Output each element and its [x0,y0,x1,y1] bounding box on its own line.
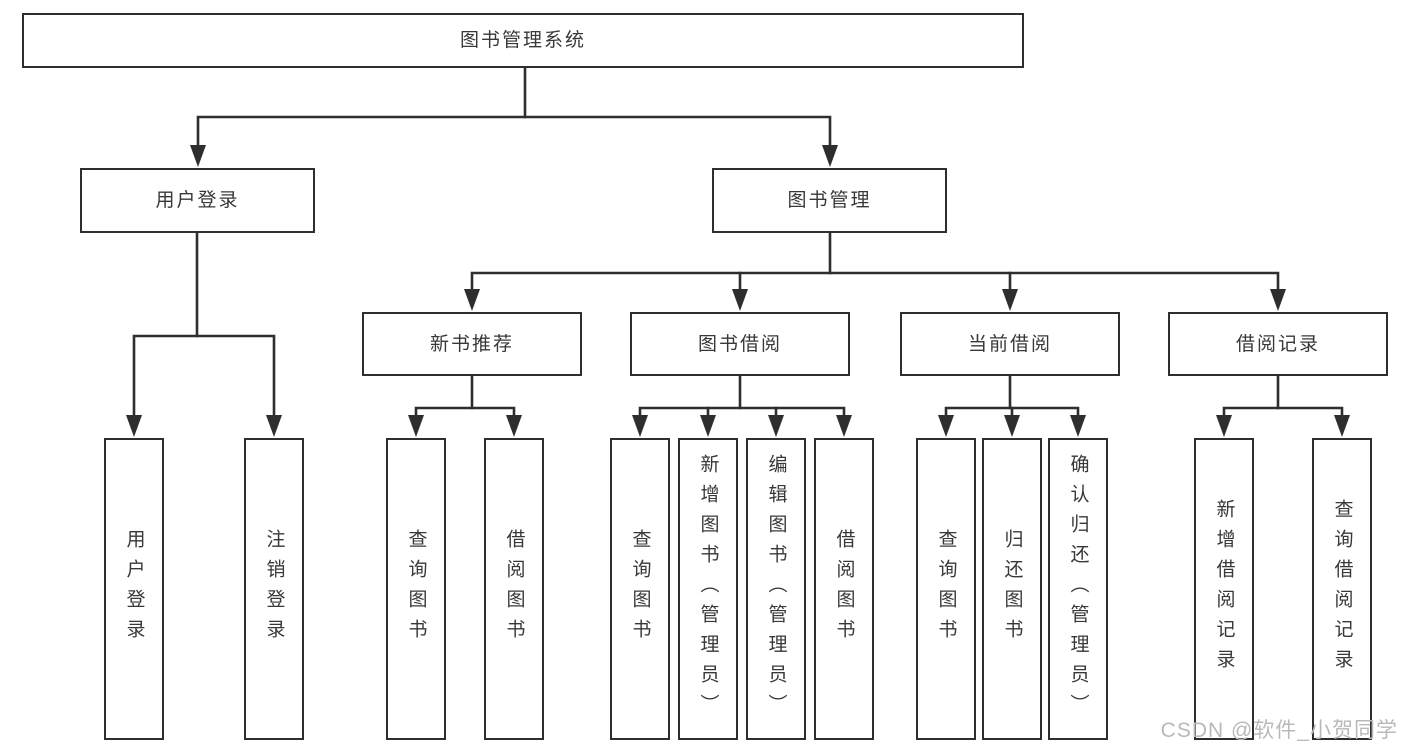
leaf-query-borrow-record: 查询借阅记录 [1312,438,1372,740]
leaf-query-book-recommend: 查询图书 [386,438,446,740]
leaf-borrow-book-recommend: 借阅图书 [484,438,544,740]
csdn-watermark: CSDN @软件_小贺同学 [1160,719,1398,742]
leaf-borrow-book: 借阅图书 [814,438,874,740]
node-book-borrow: 图书借阅 [630,312,850,376]
leaf-confirm-return-admin: 确认归还（管理员） [1048,438,1108,740]
leaf-add-book-admin: 新增图书（管理员） [678,438,738,740]
leaf-return-book: 归还图书 [982,438,1042,740]
leaf-add-borrow-record: 新增借阅记录 [1194,438,1254,740]
leaf-query-book-borrow: 查询图书 [610,438,670,740]
node-new-book-recommend: 新书推荐 [362,312,582,376]
node-borrow-records: 借阅记录 [1168,312,1388,376]
connector-strokes [132,66,1344,418]
node-current-borrow: 当前借阅 [900,312,1120,376]
node-user-login: 用户登录 [80,168,315,233]
node-library-system: 图书管理系统 [22,13,1024,68]
arrowheads [126,145,1350,437]
leaf-logout-login: 注销登录 [244,438,304,740]
leaf-edit-book-admin: 编辑图书（管理员） [746,438,806,740]
node-book-management: 图书管理 [712,168,947,233]
leaf-query-book-current: 查询图书 [916,438,976,740]
leaf-user-login: 用户登录 [104,438,164,740]
